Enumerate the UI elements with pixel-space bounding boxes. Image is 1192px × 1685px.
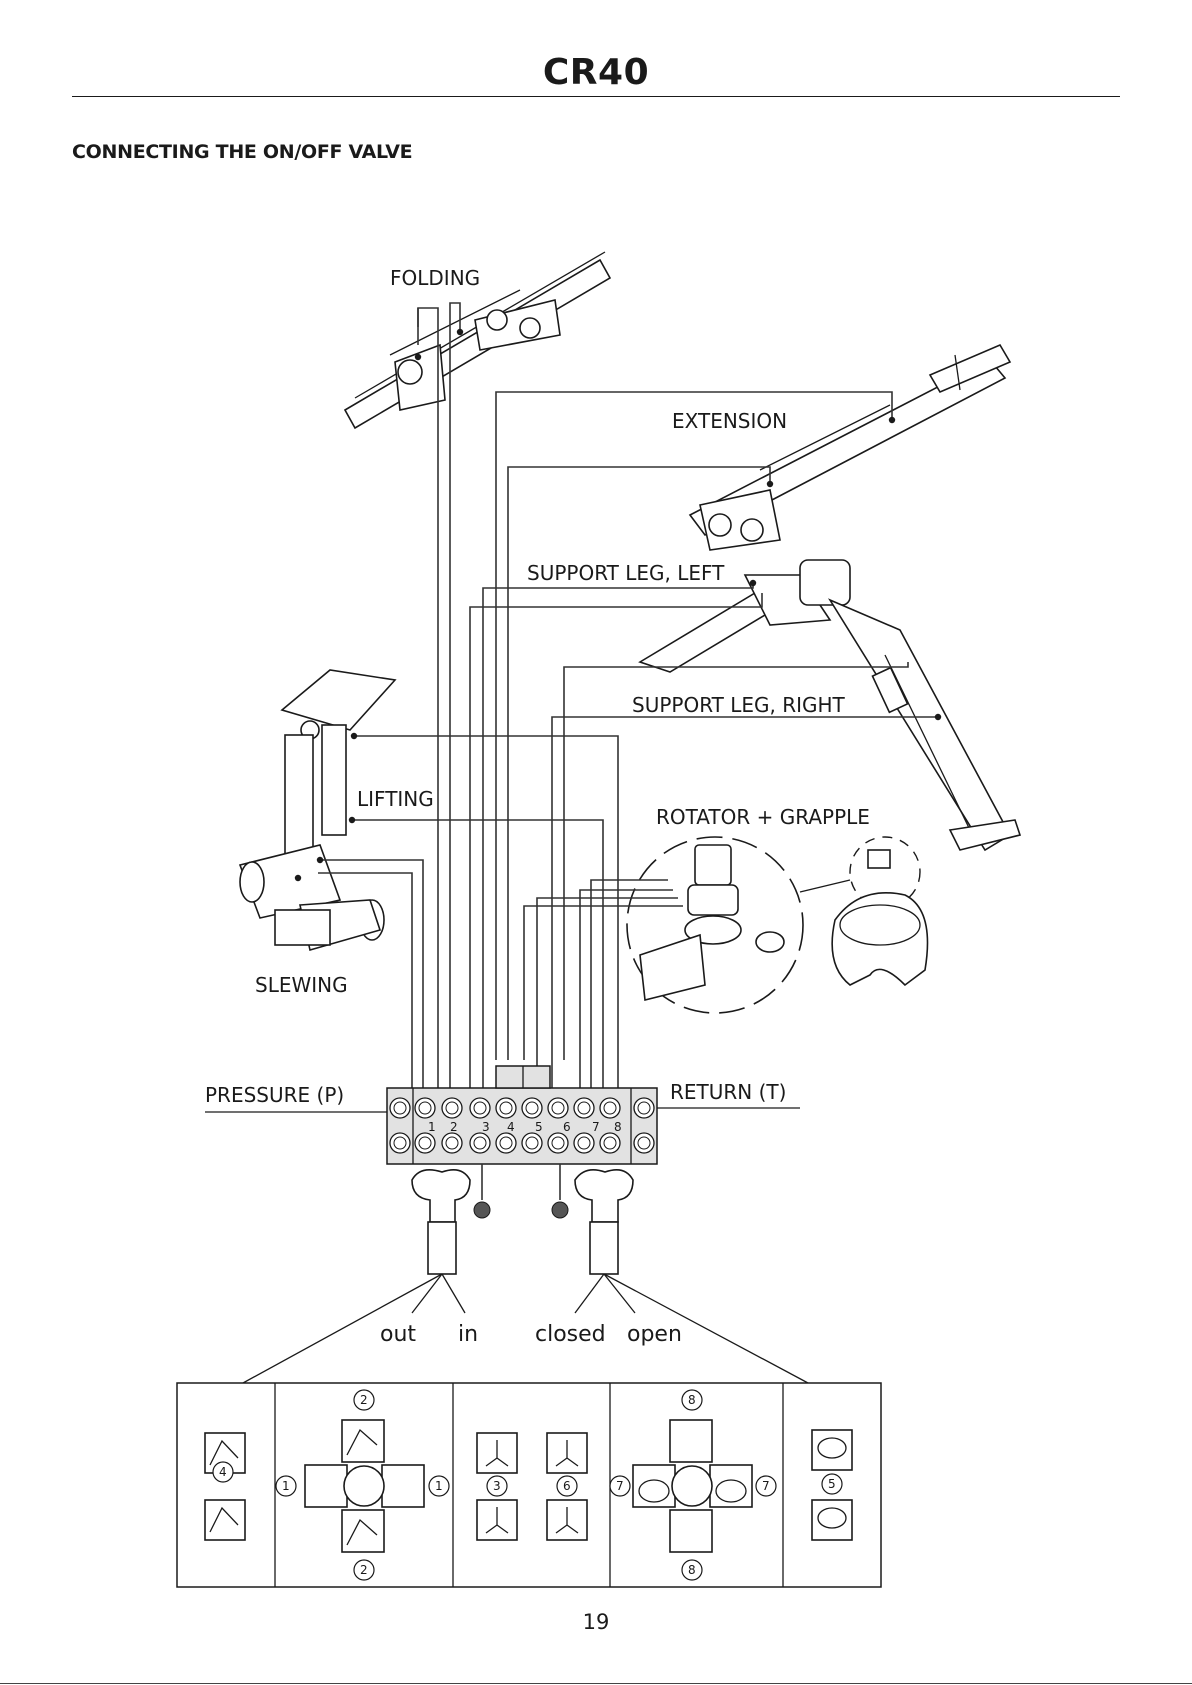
- valve-port-4: 4: [507, 1120, 515, 1134]
- valve-port-circle: [548, 1098, 568, 1118]
- lever-closed-label: closed: [535, 1322, 606, 1347]
- valve-port-circle: [390, 1098, 410, 1118]
- valve-port-circle: [634, 1098, 654, 1118]
- lifting-label: LIFTING: [357, 787, 434, 811]
- valve-port-3: 3: [482, 1120, 490, 1134]
- bottom-rule: [0, 1683, 1192, 1684]
- valve-port-circle: [522, 1133, 542, 1153]
- valve-port-circle: [470, 1098, 490, 1118]
- valve-block: [387, 1066, 657, 1164]
- support-leg-right-label: SUPPORT LEG, RIGHT: [632, 693, 846, 717]
- function-number-4: 4: [219, 1465, 227, 1479]
- valve-port-circle: [634, 1133, 654, 1153]
- page-number: 19: [0, 1610, 1192, 1634]
- rotator-grapple-label: ROTATOR + GRAPPLE: [656, 805, 870, 829]
- valve-port-circle: [496, 1133, 516, 1153]
- function-number-7-right: 7: [762, 1479, 770, 1493]
- lever-in-label: in: [458, 1322, 478, 1347]
- valve-port-circle: [548, 1133, 568, 1153]
- function-number-2-bottom: 2: [360, 1563, 368, 1577]
- valve-levers: [412, 1164, 633, 1274]
- valve-port-circle: [415, 1098, 435, 1118]
- valve-port-5: 5: [535, 1120, 543, 1134]
- function-number-1-right: 1: [435, 1479, 443, 1493]
- pressure-label: PRESSURE (P): [205, 1083, 344, 1107]
- valve-port-7: 7: [592, 1120, 600, 1134]
- valve-port-6: 6: [563, 1120, 571, 1134]
- function-number-6: 6: [563, 1479, 571, 1493]
- leader-lines: [243, 1274, 808, 1383]
- function-number-3: 3: [493, 1479, 501, 1493]
- valve-port-circle: [574, 1133, 594, 1153]
- function-number-2-top: 2: [360, 1393, 368, 1407]
- valve-port-circle: [496, 1098, 516, 1118]
- valve-port-circle: [574, 1098, 594, 1118]
- valve-port-8: 8: [614, 1120, 622, 1134]
- extension-boom-sketch: [690, 345, 1010, 550]
- valve-port-circle: [470, 1133, 490, 1153]
- function-number-5: 5: [828, 1477, 836, 1491]
- valve-port-circle: [390, 1133, 410, 1153]
- valve-port-2: 2: [450, 1120, 458, 1134]
- lever-open-label: open: [627, 1322, 682, 1347]
- extension-label: EXTENSION: [672, 409, 787, 433]
- function-number-8-top: 8: [688, 1393, 696, 1407]
- valve-port-1: 1: [428, 1120, 436, 1134]
- valve-port-circle: [415, 1133, 435, 1153]
- support-leg-left-label: SUPPORT LEG, LEFT: [527, 561, 725, 585]
- valve-port-circle: [600, 1098, 620, 1118]
- lever-out-label: out: [380, 1322, 416, 1347]
- slewing-label: SLEWING: [255, 973, 348, 997]
- folding-label: FOLDING: [390, 266, 480, 290]
- valve-port-circle: [442, 1133, 462, 1153]
- valve-port-circle: [442, 1098, 462, 1118]
- function-number-8-bottom: 8: [688, 1563, 696, 1577]
- return-label: RETURN (T): [670, 1080, 786, 1104]
- function-number-1-left: 1: [282, 1479, 290, 1493]
- rotator-grapple-sketch: [627, 837, 928, 1013]
- valve-port-circle: [600, 1133, 620, 1153]
- valve-port-circle: [522, 1098, 542, 1118]
- function-number-7-left: 7: [616, 1479, 624, 1493]
